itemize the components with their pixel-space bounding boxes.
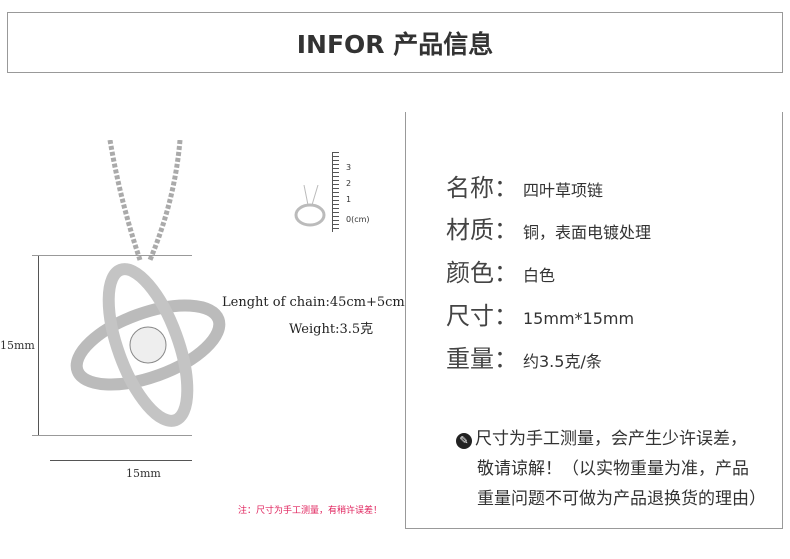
spec-value: 四叶草项链 bbox=[523, 181, 604, 200]
spec-key: 名称： bbox=[446, 174, 518, 202]
weight-text: Weight:3.5克 bbox=[289, 322, 374, 337]
note-line: 敬请谅解！（以实物重量为准，产品 bbox=[477, 459, 749, 479]
spec-material: 材质： 铜，表面电镀处理 bbox=[446, 210, 651, 245]
spec-key: 重量： bbox=[446, 345, 518, 373]
ruler-label: 0(cm) bbox=[346, 215, 370, 224]
ruler-labels: 3 2 1 0(cm) bbox=[346, 157, 370, 231]
spec-value: 15mm*15mm bbox=[523, 309, 635, 328]
height-dimension-line bbox=[38, 255, 39, 435]
spec-weight: 重量： 约3.5克/条 bbox=[446, 339, 602, 374]
ruler bbox=[332, 152, 339, 232]
spec-color: 颜色： 白色 bbox=[446, 253, 555, 288]
spec-value: 白色 bbox=[523, 266, 556, 285]
spec-key: 材质： bbox=[446, 216, 518, 244]
spec-value: 约3.5克/条 bbox=[523, 352, 602, 371]
spec-key: 尺寸： bbox=[446, 302, 518, 330]
note-line: 尺寸为手工测量，会产生少许误差， bbox=[475, 429, 747, 449]
height-dimension-label: 15mm bbox=[0, 339, 35, 352]
chain-length-text: Lenght of chain:45cm+5cm bbox=[222, 295, 405, 310]
page-title: INFOR 产品信息 bbox=[7, 12, 783, 73]
measurement-note: ✎尺寸为手工测量，会产生少许误差， 敬请谅解！（以实物重量为准，产品 重量问题不… bbox=[456, 424, 766, 514]
small-pendant-image bbox=[294, 185, 326, 227]
spec-value: 铜，表面电镀处理 bbox=[523, 223, 652, 242]
necklace-pendant-image bbox=[70, 140, 226, 427]
width-dimension-label: 15mm bbox=[126, 467, 161, 480]
spec-panel: 名称：四叶草项链 材质：铜，表面电镀处理 颜色：白色 尺寸：15mm*15mm … bbox=[405, 112, 783, 529]
ruler-label: 1 bbox=[346, 195, 352, 204]
spec-key: 颜色： bbox=[446, 259, 518, 287]
ruler-label: 2 bbox=[346, 179, 352, 188]
measurement-warning: 注：尺寸为手工测量，有稍许误差！ bbox=[238, 506, 383, 516]
pencil-check-icon: ✎ bbox=[456, 433, 472, 449]
ruler-label: 3 bbox=[346, 163, 352, 172]
spec-size: 尺寸： 15mm*15mm bbox=[446, 296, 634, 331]
note-line: 重量问题不可做为产品退换货的理由） bbox=[477, 489, 766, 509]
spec-name: 名称： 四叶草项链 bbox=[446, 168, 603, 203]
